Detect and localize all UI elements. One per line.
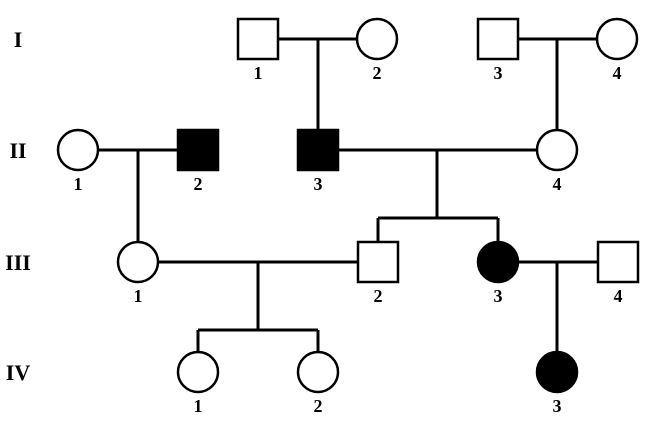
individual-number-III-4: 4: [614, 286, 623, 306]
individual-number-IV-2: 2: [314, 396, 323, 416]
affected-male-II-3: [296, 128, 340, 172]
individual-number-I-1: 1: [254, 63, 263, 83]
unaffected-female-IV-2: [296, 350, 340, 394]
affected-female-III-3: [476, 240, 520, 284]
unaffected-female-III-1: [116, 240, 160, 284]
individual-number-III-2: 2: [374, 286, 383, 306]
affected-male-II-2: [176, 128, 220, 172]
individual-number-IV-1: 1: [194, 396, 203, 416]
generation-label-I: I: [14, 27, 23, 52]
individual-number-II-3: 3: [314, 174, 323, 194]
generation-label-III: III: [5, 250, 31, 275]
unaffected-male-I-3: [476, 17, 520, 61]
individual-number-IV-3: 3: [553, 396, 562, 416]
individual-number-II-2: 2: [194, 174, 203, 194]
unaffected-female-II-1: [56, 128, 100, 172]
individual-number-I-4: 4: [613, 63, 622, 83]
individual-number-III-3: 3: [494, 286, 503, 306]
unaffected-female-II-4: [535, 128, 579, 172]
individual-number-II-4: 4: [553, 174, 562, 194]
affected-female-IV-3: [535, 350, 579, 394]
unaffected-female-IV-1: [176, 350, 220, 394]
unaffected-male-I-1: [236, 17, 280, 61]
generation-label-IV: IV: [6, 360, 31, 385]
unaffected-female-I-2: [355, 17, 399, 61]
individual-number-I-2: 2: [373, 63, 382, 83]
generation-label-II: II: [9, 138, 26, 163]
unaffected-female-I-4: [595, 17, 639, 61]
individual-number-III-1: 1: [134, 286, 143, 306]
individual-number-I-3: 3: [494, 63, 503, 83]
unaffected-male-III-4: [596, 240, 640, 284]
unaffected-male-III-2: [356, 240, 400, 284]
individual-number-II-1: 1: [74, 174, 83, 194]
